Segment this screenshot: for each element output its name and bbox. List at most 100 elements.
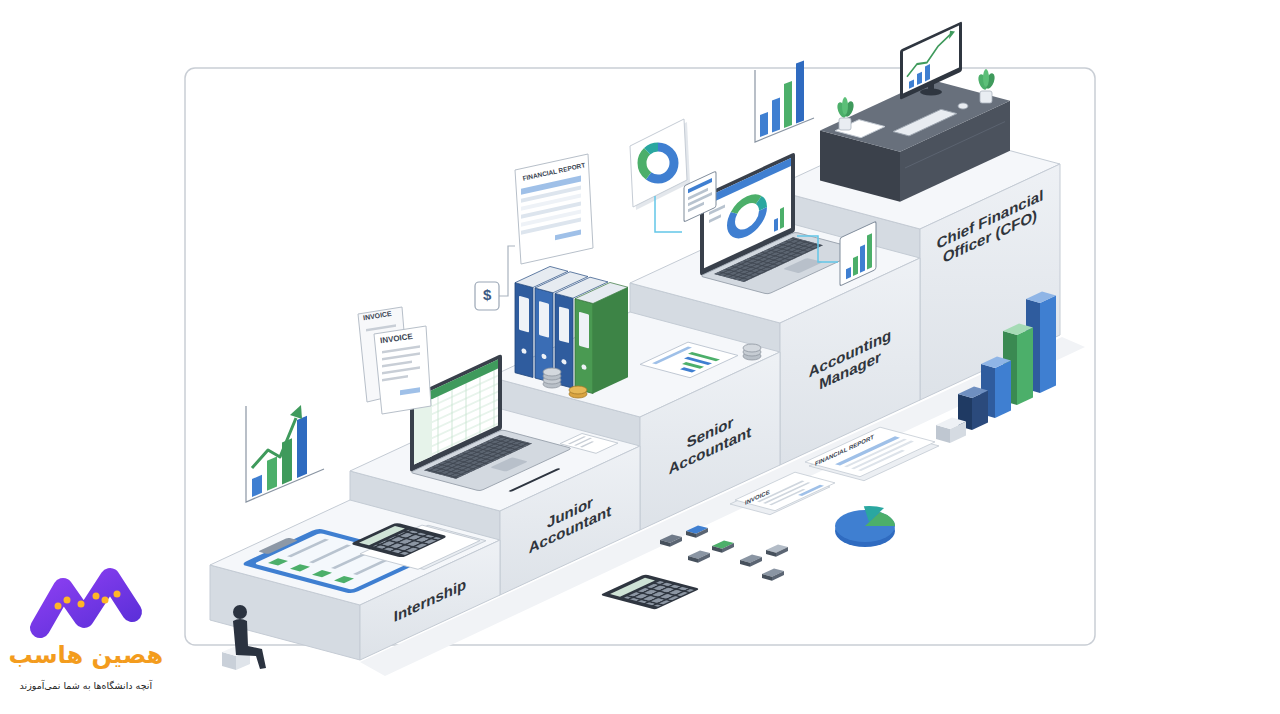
- invoice-sheet-part: [374, 326, 431, 414]
- binder-part: [522, 348, 527, 354]
- report-sheet: [805, 427, 939, 481]
- data-link: [655, 196, 682, 232]
- keyboard-keys-part: [740, 554, 762, 566]
- binder-part: [539, 301, 549, 338]
- bar-blocks-part: [958, 387, 988, 398]
- bar-chart-part: [784, 81, 792, 128]
- growth-chart: [246, 405, 324, 502]
- checklist-tablet-part: [350, 523, 448, 558]
- plant-part: [983, 69, 989, 87]
- keyboard-keys: [660, 525, 788, 580]
- frame: [185, 68, 1095, 645]
- invoice-sheet-part: [382, 345, 420, 353]
- report-sheet-part: [555, 230, 581, 241]
- laptop-base-part: [714, 237, 823, 282]
- donut-chart-part: [642, 147, 674, 179]
- report-sheet-part: [515, 154, 593, 264]
- donut-chart-part: [642, 147, 674, 179]
- currency-symbol: $: [483, 286, 491, 303]
- laptop-screen-part: [774, 218, 778, 232]
- checklist-tablet-part: [312, 570, 332, 577]
- step-title: Accounting Manager: [788, 315, 912, 407]
- keyboard-keys-part: [762, 568, 784, 580]
- invoice-sheet-part: [366, 324, 396, 331]
- binder: [575, 282, 628, 393]
- report-sheet-part: [688, 352, 720, 361]
- coin-stack-part: [569, 386, 587, 394]
- bar-blocks-part: [1017, 328, 1033, 405]
- invoice-sheet-part: [382, 375, 408, 382]
- bar-chart-part: [760, 112, 768, 137]
- growth-chart-part: [267, 457, 277, 491]
- bar-chart-part: [796, 61, 804, 124]
- bar-blocks-part: [995, 361, 1011, 418]
- brand-tagline: آنچه دانشگاه‌ها به شما نمی‌آموزند: [20, 681, 153, 692]
- binder-part: [582, 364, 587, 370]
- donut-chart: [642, 147, 674, 179]
- brand-logo-part: [64, 597, 71, 604]
- plant-part: [839, 118, 851, 130]
- growth-chart-part: [252, 475, 262, 497]
- laptop-base-part: [574, 438, 592, 446]
- keyboard-keys-part: [688, 550, 710, 562]
- brand-logo-part: [93, 593, 100, 600]
- invoice-sheet-part: [769, 489, 806, 505]
- floating-panel-part: [867, 233, 872, 269]
- plant-part: [842, 97, 848, 115]
- invoice-sheet-part: [382, 366, 420, 374]
- bar-blocks-part: [936, 418, 966, 429]
- laptop-screen-part: [731, 193, 763, 240]
- step-title: Senior Accountant: [648, 395, 772, 487]
- binder-part: [593, 287, 628, 393]
- laptop-base-part: [568, 436, 586, 444]
- growth-chart-part: [252, 418, 296, 468]
- donut-card: [630, 119, 687, 207]
- laptop-base-part: [410, 430, 572, 491]
- monitor-part: [903, 26, 959, 94]
- bar-blocks-part: [1003, 324, 1033, 335]
- monitor-part: [920, 89, 942, 96]
- floating-panel-part: [860, 244, 865, 272]
- coin-stack: [569, 386, 587, 398]
- checklist-tablet-part: [258, 538, 298, 555]
- floating-panel-part: [853, 256, 858, 276]
- laptop-base-part: [700, 232, 863, 294]
- report-sheet-part: [652, 347, 692, 365]
- invoice-sheet-part: [735, 472, 835, 511]
- floating-panel-part: [684, 171, 716, 222]
- pie-chart: [835, 506, 895, 547]
- checklist-tablet-part: [309, 545, 351, 564]
- laptop-base: [700, 232, 863, 294]
- laptop-base-part: [490, 457, 528, 471]
- monitor-part: [900, 21, 962, 100]
- floating-panel-part: [688, 202, 704, 212]
- report-sheet-part: [805, 427, 935, 477]
- mouse: [958, 103, 968, 109]
- plant: [977, 69, 997, 103]
- laptop-base-part: [714, 237, 823, 282]
- report-sheet-part: [521, 186, 581, 203]
- report-sheet-part: [521, 202, 581, 219]
- report-sheet-part: [835, 436, 921, 471]
- keyboard-keys-part: [766, 544, 788, 556]
- report-sheet-part: [521, 176, 581, 248]
- coin-stack-part: [543, 368, 561, 376]
- calculator-part: [600, 574, 700, 610]
- laptop-base-part: [424, 435, 532, 479]
- laptop-screen-part: [709, 214, 721, 223]
- keyboard-keys-part: [660, 534, 682, 546]
- floating-panel-part: [840, 221, 876, 286]
- pie-chart-part: [835, 510, 895, 542]
- binder-part: [515, 283, 533, 378]
- invoice-sheet-part: [798, 485, 824, 496]
- report-sheet-part: [682, 362, 704, 369]
- binder-part: [579, 312, 589, 349]
- calculator: [600, 574, 700, 610]
- brand-name: هصین هاسب: [9, 642, 164, 670]
- binder-part: [515, 283, 533, 378]
- binder-part: [575, 299, 593, 394]
- invoice-sheet-part: [366, 324, 396, 331]
- checklist-tablet-part: [287, 539, 329, 558]
- bar-blocks-part: [981, 357, 1011, 368]
